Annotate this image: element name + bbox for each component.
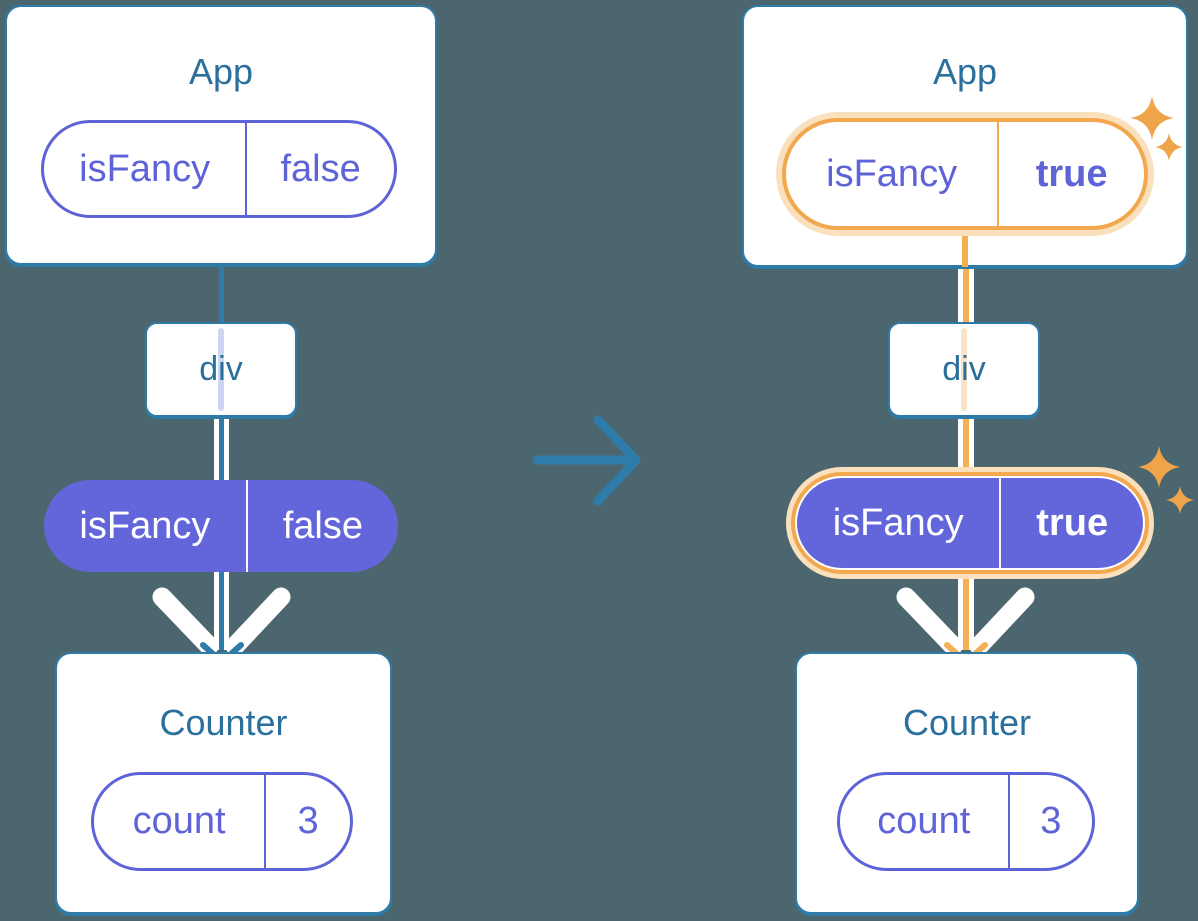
prop-key-label: isFancy <box>797 478 1002 568</box>
left-counter-card: Counter count 3 <box>55 652 392 914</box>
left-div-label: div <box>199 350 243 388</box>
right-div-label: div <box>942 350 986 388</box>
state-value-label: true <box>1035 152 1108 195</box>
left-app-title: App <box>188 51 254 92</box>
right-div-card: div <box>888 322 1040 417</box>
prop-key-label: isFancy <box>44 480 248 572</box>
right-app-state-pill: isFancy true <box>782 118 1148 230</box>
right-app-div-rail <box>958 262 974 328</box>
left-div-pill-rail <box>214 414 229 484</box>
right-pill-counter-rail <box>958 566 974 650</box>
state-key-label: count <box>94 775 267 868</box>
right-counter-state-pill: count 3 <box>837 772 1095 871</box>
state-value-label: 3 <box>297 800 319 842</box>
right-app-card: App isFancy true <box>742 5 1188 267</box>
right-counter-title: Counter <box>902 702 1032 743</box>
right-rail-line <box>963 566 969 650</box>
state-key-label: isFancy <box>44 123 248 215</box>
left-counter-title: Counter <box>159 702 288 743</box>
left-counter-state-pill: count 3 <box>91 772 353 871</box>
prop-value-label: false <box>282 504 364 547</box>
sparkles-icon <box>1138 446 1194 514</box>
right-rail-line <box>963 262 969 328</box>
left-div-card: div <box>145 322 297 417</box>
left-rail-line <box>219 568 224 650</box>
right-app-title: App <box>932 51 998 92</box>
left-app-state-pill: isFancy false <box>41 120 397 218</box>
state-key-label: isFancy <box>786 122 1000 226</box>
left-app-div-connector <box>219 264 224 328</box>
left-pill-counter-rail <box>214 568 229 650</box>
right-app-inner-line <box>962 231 968 267</box>
left-prop-pill: isFancy false <box>44 480 398 572</box>
left-rail-line <box>219 414 224 484</box>
right-div-pill-rail <box>958 414 974 484</box>
right-counter-card: Counter count 3 <box>795 652 1139 914</box>
sparkles-icon <box>1130 96 1183 161</box>
transition-arrow-icon <box>532 415 641 506</box>
state-value-label: 3 <box>1040 800 1062 842</box>
state-value-label: false <box>280 147 361 190</box>
prop-value-label: true <box>1036 501 1109 544</box>
state-key-label: count <box>840 775 1010 868</box>
left-app-card: App isFancy false <box>5 5 437 265</box>
right-div-pass-line <box>961 328 967 411</box>
right-prop-pill: isFancy true <box>797 478 1143 568</box>
right-rail-line <box>963 414 969 484</box>
left-div-pass-line <box>218 328 224 411</box>
